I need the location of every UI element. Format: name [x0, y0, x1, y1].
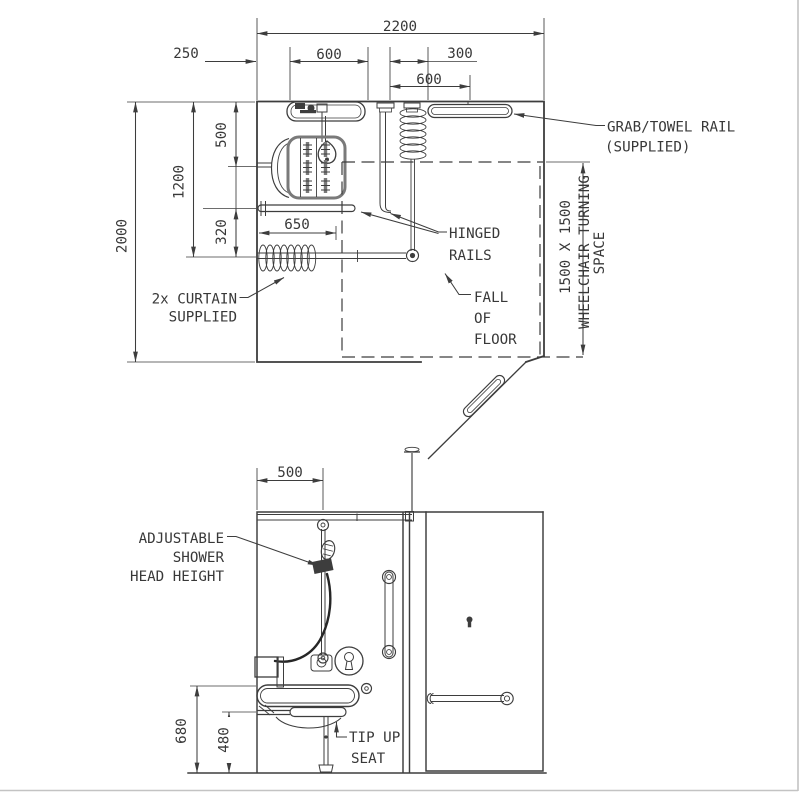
plan-hinged-rail-horizontal: [257, 201, 356, 216]
elevation-shower-controls: [334, 646, 364, 676]
dim-600-rail: 600: [389, 72, 471, 100]
turning-label-text: WHEELCHAIR TURNING: [577, 175, 593, 329]
label-tip-up-seat: TIP UP SEAT: [334, 721, 400, 767]
turning-dim-text: 1500 X 1500: [558, 200, 574, 294]
curtain-coil-top: [399, 108, 427, 160]
curtain-label-line1: 2x CURTAIN: [152, 292, 237, 308]
plan-view: 2200 250 600 300 600 2000 1: [115, 18, 735, 460]
elevation-hinged-rail: [256, 684, 360, 708]
shower-label-line1: ADJUSTABLE: [139, 531, 224, 547]
curtain-label-line2: SUPPLIED: [169, 310, 237, 326]
plan-room-outline: [256, 100, 546, 364]
dim-2200: 2200: [256, 18, 545, 100]
dim-650: 650: [258, 217, 337, 240]
hinged-rails-label-line2: RAILS: [449, 248, 492, 264]
dim-680-text: 680: [174, 718, 190, 744]
dim-1200: 1200: [172, 101, 256, 258]
shower-hose: [273, 572, 332, 663]
grab-rail-label-line1: GRAB/TOWEL RAIL: [607, 120, 735, 136]
shower-head-holder: [312, 558, 334, 574]
dim-2200-text: 2200: [383, 19, 417, 35]
dim-600-seat-text: 600: [316, 47, 342, 63]
plan-door-handle: [462, 374, 506, 418]
label-fall-of-floor: FALL OF FLOOR: [444, 273, 517, 348]
dim-500-elevation: 500: [256, 465, 324, 510]
elevation-tip-up-seat: [254, 656, 373, 773]
wheelchair-turning-space: [341, 161, 590, 358]
fall-label-line3: FLOOR: [474, 332, 517, 348]
door-lock: [466, 616, 473, 628]
dim-1200-text: 1200: [172, 165, 188, 199]
label-adjustable-shower: ADJUSTABLE SHOWER HEAD HEIGHT: [130, 531, 319, 585]
plan-grab-towel-rail: [427, 101, 513, 119]
label-hinged-rails: HINGED RAILS: [360, 211, 500, 264]
dim-320-text: 320: [214, 219, 230, 245]
hinged-rails-label-line1: HINGED: [449, 226, 500, 242]
turning-label2-text: SPACE: [592, 232, 608, 275]
dim-500-elev-text: 500: [277, 465, 303, 481]
label-curtain-supplied: 2x CURTAIN SUPPLIED: [152, 277, 285, 326]
plan-curtain-rail: [257, 102, 427, 272]
shower-label-line3: HEAD HEIGHT: [130, 569, 224, 585]
plan-hinged-rail-vertical: [376, 102, 395, 213]
dim-2000-text: 2000: [115, 219, 131, 253]
label-grab-towel-rail: GRAB/TOWEL RAIL (SUPPLIED): [513, 113, 735, 156]
dim-300-text: 300: [447, 46, 473, 62]
plan-shower-seat: [257, 135, 347, 200]
dim-680: 680: [174, 685, 256, 774]
dim-500-plan-text: 500: [214, 122, 230, 148]
dim-300: 300: [389, 46, 477, 100]
door-pull-rail: [426, 691, 514, 706]
fall-label-line2: OF: [474, 311, 491, 327]
elevation-walls: [187, 511, 547, 774]
elevation-soap-dish: [310, 654, 333, 672]
seat-label-line2: SEAT: [351, 751, 386, 767]
elevation-view: 500 680 480 ADJUSTABLE SHOWER HEAD HEIGH…: [130, 446, 547, 774]
dim-600-rail-text: 600: [416, 72, 442, 88]
plan-door: [427, 361, 527, 460]
curtain-rail-corner-post: [405, 248, 420, 263]
elevation-door: [425, 511, 544, 772]
shower-label-line2: SHOWER: [173, 550, 225, 566]
dim-480: 480: [217, 711, 256, 774]
dim-250: 250: [173, 46, 257, 64]
dim-250-text: 250: [173, 46, 199, 62]
curtain-coil-left: [258, 244, 317, 272]
fall-label-line1: FALL: [474, 290, 508, 306]
elevation-vertical-grab-rail: [381, 569, 397, 660]
dim-500-plan: 500: [214, 101, 257, 209]
elevation-curtain-track: [257, 446, 420, 522]
seat-label-line1: TIP UP: [349, 730, 400, 746]
grab-rail-label-line2: (SUPPLIED): [605, 140, 690, 156]
dim-600-seat: 600: [289, 47, 369, 100]
dim-1500-turning: 1500 X 1500 WHEELCHAIR TURNING SPACE: [558, 162, 608, 356]
dim-320: 320: [203, 208, 256, 258]
dim-480-text: 480: [217, 727, 233, 753]
dim-650-text: 650: [284, 217, 310, 233]
elevation-shower-rail: [273, 518, 336, 664]
